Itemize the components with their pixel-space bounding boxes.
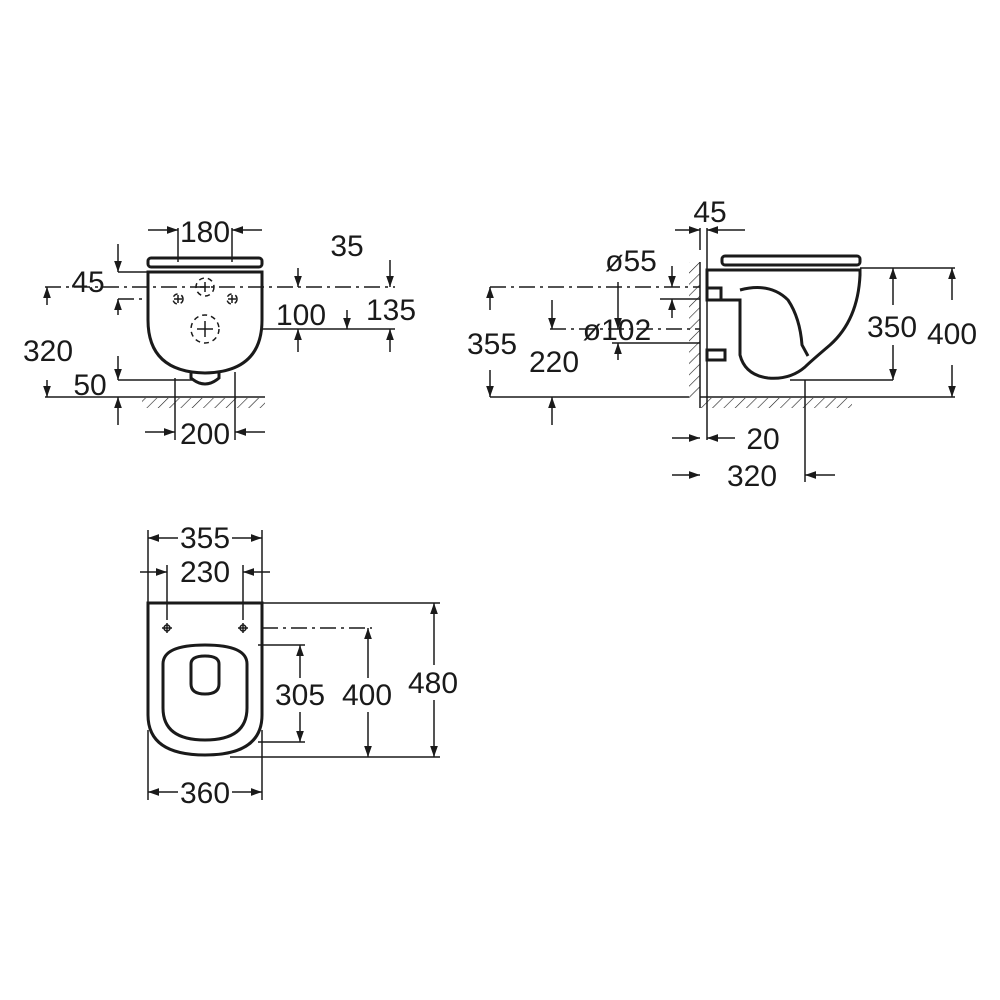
side-extension-lines — [490, 228, 955, 482]
front-dim-inlet-spacing: 100 — [276, 299, 326, 332]
top-dimension-arrows — [140, 534, 438, 796]
top-dim-overall-width: 355 — [180, 522, 230, 555]
top-dim-fixing-spacing: 230 — [180, 556, 230, 589]
top-dim-fixing-to-front: 400 — [342, 679, 392, 712]
front-bowl-body — [146, 270, 264, 375]
front-floor — [142, 396, 265, 408]
front-dim-seat-height: 45 — [71, 266, 104, 299]
side-dim-wall-clearance: 20 — [746, 423, 779, 456]
side-dim-inlet-diameter: ø55 — [605, 245, 657, 278]
top-lid-handle — [189, 654, 221, 696]
front-dim-base-width: 200 — [180, 418, 230, 451]
side-inlet-pipe — [705, 286, 723, 302]
top-bowl-outline — [146, 601, 264, 757]
front-dim-upper-height: 135 — [366, 294, 416, 327]
side-dimension-arrows — [486, 226, 956, 479]
front-dimension-arrows — [43, 226, 394, 436]
front-extension-lines — [45, 228, 395, 440]
side-view: 45 ø55 ø102 355 220 350 400 20 320 — [467, 196, 977, 493]
side-floor — [700, 396, 852, 408]
side-dim-total-height: 400 — [927, 318, 977, 351]
front-dim-pipe-offset: 35 — [330, 230, 363, 263]
side-dim-foot-depth: 320 — [727, 460, 777, 493]
side-bowl-body — [705, 268, 862, 380]
front-outlet — [189, 373, 221, 386]
side-siphon — [739, 286, 810, 357]
front-dim-outlet-height: 50 — [73, 369, 106, 402]
side-outlet-pipe — [705, 348, 727, 362]
side-dim-outlet-diameter: ø102 — [583, 314, 651, 347]
front-dim-fixing-spacing: 180 — [180, 216, 230, 249]
side-wall — [689, 262, 701, 408]
top-view: 355 230 305 400 480 360 — [140, 522, 458, 810]
top-dim-bowl-width: 360 — [180, 777, 230, 810]
side-dim-bowl-height: 350 — [867, 311, 917, 344]
top-fixing-holes — [162, 623, 248, 633]
front-view: 180 45 35 135 100 320 50 200 — [23, 216, 416, 451]
side-seat — [720, 254, 862, 267]
side-dim-outlet-height: 220 — [529, 346, 579, 379]
top-dim-overall-length: 480 — [408, 667, 458, 700]
side-dim-inlet-height: 355 — [467, 328, 517, 361]
top-dim-opening-length: 305 — [275, 679, 325, 712]
top-seat-opening — [161, 643, 249, 742]
front-dim-fixing-height: 320 — [23, 335, 73, 368]
front-seat — [146, 256, 264, 269]
side-dim-wall-gap: 45 — [693, 196, 726, 229]
